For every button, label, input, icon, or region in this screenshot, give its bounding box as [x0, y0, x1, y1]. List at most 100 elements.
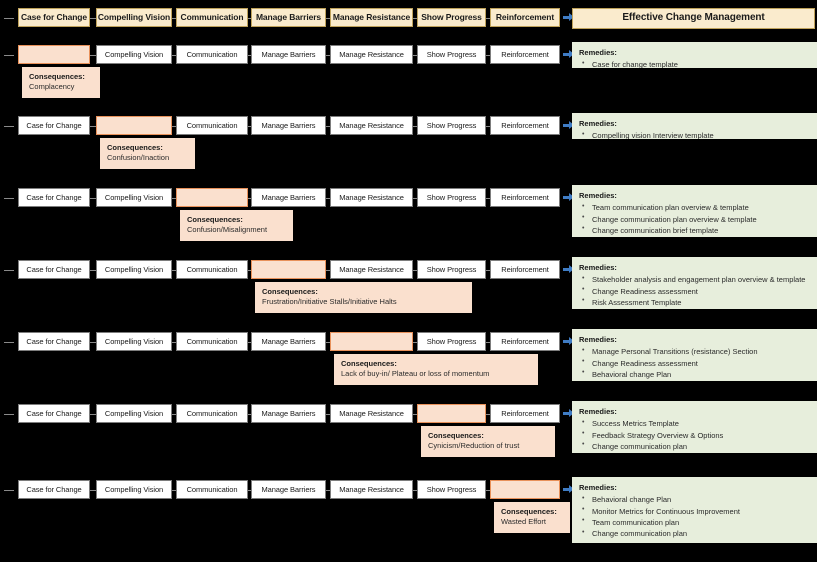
stage-3[interactable]: Communication [176, 480, 248, 499]
stage-1[interactable] [18, 45, 90, 64]
stage-4[interactable] [251, 260, 326, 279]
stage-2[interactable]: Compelling Vision [96, 188, 172, 207]
stage-5[interactable]: Manage Resistance [330, 116, 413, 135]
consequence-text: Frustration/Initiative Stalls/Initiative… [262, 297, 397, 307]
stage-3[interactable]: Communication [176, 260, 248, 279]
remedy-item: Behavioral change Plan [579, 368, 811, 380]
stage-1[interactable]: Case for Change [18, 480, 90, 499]
stage-label: Show Progress [426, 484, 477, 494]
stage-connector [90, 17, 96, 19]
header-stage-5[interactable]: Manage Resistance [330, 8, 413, 27]
stage-5[interactable] [330, 332, 413, 351]
stage-6[interactable]: Show Progress [417, 332, 486, 351]
stage-2[interactable]: Compelling Vision [96, 332, 172, 351]
stage-label: Manage Resistance [339, 264, 404, 274]
arrow-head [569, 121, 574, 129]
stage-connector [248, 489, 251, 491]
stage-7[interactable]: Reinforcement [490, 404, 560, 423]
stage-5[interactable]: Manage Resistance [330, 45, 413, 64]
stage-label: Show Progress [426, 336, 477, 346]
stage-1[interactable]: Case for Change [18, 404, 90, 423]
stage-label: Case for Change [26, 192, 82, 202]
remedies-list: Success Metrics TemplateFeedback Strateg… [579, 418, 811, 452]
stage-4[interactable]: Manage Barriers [251, 188, 326, 207]
remedies-title: Remedies: [579, 483, 617, 492]
stage-7[interactable]: Reinforcement [490, 332, 560, 351]
stage-2[interactable]: Compelling Vision [96, 260, 172, 279]
stage-label: Communication [186, 408, 238, 418]
stage-4[interactable]: Manage Barriers [251, 116, 326, 135]
arrow-shaft [563, 488, 570, 491]
stage-6[interactable]: Show Progress [417, 260, 486, 279]
header-stage-7[interactable]: Reinforcement [490, 8, 560, 27]
stage-4[interactable]: Manage Barriers [251, 480, 326, 499]
stage-2[interactable] [96, 116, 172, 135]
stage-3[interactable]: Communication [176, 332, 248, 351]
stage-label: Communication [180, 12, 244, 23]
stage-2[interactable]: Compelling Vision [96, 404, 172, 423]
stage-connector [486, 413, 490, 415]
header-stage-1[interactable]: Case for Change [18, 8, 90, 27]
remedy-item: Team communication plan [579, 516, 811, 528]
stage-7[interactable]: Reinforcement [490, 260, 560, 279]
stage-6[interactable] [417, 404, 486, 423]
stage-label: Compelling Vision [104, 336, 164, 346]
stage-4[interactable]: Manage Barriers [251, 332, 326, 351]
stage-label: Reinforcement [501, 336, 549, 346]
stage-label: Compelling Vision [104, 264, 164, 274]
stage-connector [486, 17, 490, 19]
arrow-shaft [563, 53, 570, 56]
stage-label: Case for Change [26, 484, 82, 494]
stage-1[interactable]: Case for Change [18, 188, 90, 207]
stage-label: Manage Resistance [339, 408, 404, 418]
remedies-list: Stakeholder analysis and engagement plan… [579, 274, 811, 308]
stage-connector [326, 269, 330, 271]
outcome-box[interactable]: Effective Change Management [572, 8, 815, 29]
stage-label: Show Progress [426, 264, 477, 274]
header-stage-3[interactable]: Communication [176, 8, 248, 27]
stage-label: Reinforcement [495, 12, 555, 23]
stage-5[interactable]: Manage Resistance [330, 260, 413, 279]
stage-connector [172, 17, 176, 19]
stage-1[interactable]: Case for Change [18, 332, 90, 351]
stage-2[interactable]: Compelling Vision [96, 480, 172, 499]
stage-label: Case for Change [26, 264, 82, 274]
stage-3[interactable]: Communication [176, 404, 248, 423]
stage-label: Case for Change [26, 408, 82, 418]
stage-connector [172, 413, 176, 415]
stage-3[interactable] [176, 188, 248, 207]
stage-6[interactable]: Show Progress [417, 480, 486, 499]
remedy-item: Success Metrics Template [579, 418, 811, 429]
remedies-panel-6: Remedies:Success Metrics TemplateFeedbac… [572, 401, 817, 453]
stage-connector [248, 341, 251, 343]
consequence-callout-1: Consequences:Complacency [22, 67, 100, 98]
stage-5[interactable]: Manage Resistance [330, 188, 413, 207]
stage-3[interactable]: Communication [176, 116, 248, 135]
stage-6[interactable]: Show Progress [417, 188, 486, 207]
stage-connector [90, 341, 96, 343]
stage-7[interactable]: Reinforcement [490, 45, 560, 64]
header-stage-4[interactable]: Manage Barriers [251, 8, 326, 27]
stage-label: Communication [186, 120, 238, 130]
stage-5[interactable]: Manage Resistance [330, 404, 413, 423]
stage-7[interactable] [490, 480, 560, 499]
stage-connector [90, 197, 96, 199]
stage-5[interactable]: Manage Resistance [330, 480, 413, 499]
stage-2[interactable]: Compelling Vision [96, 45, 172, 64]
header-stage-2[interactable]: Compelling Vision [96, 8, 172, 27]
stage-6[interactable]: Show Progress [417, 45, 486, 64]
header-stage-6[interactable]: Show Progress [417, 8, 486, 27]
stage-3[interactable]: Communication [176, 45, 248, 64]
stage-1[interactable]: Case for Change [18, 260, 90, 279]
consequence-callout-7: Consequences:Wasted Effort [494, 502, 570, 533]
stage-4[interactable]: Manage Barriers [251, 404, 326, 423]
stage-connector [90, 269, 96, 271]
stage-7[interactable]: Reinforcement [490, 188, 560, 207]
stage-7[interactable]: Reinforcement [490, 116, 560, 135]
stage-1[interactable]: Case for Change [18, 116, 90, 135]
stage-label: Manage Resistance [339, 192, 404, 202]
stage-6[interactable]: Show Progress [417, 116, 486, 135]
stage-4[interactable]: Manage Barriers [251, 45, 326, 64]
stage-label: Manage Barriers [261, 484, 316, 494]
